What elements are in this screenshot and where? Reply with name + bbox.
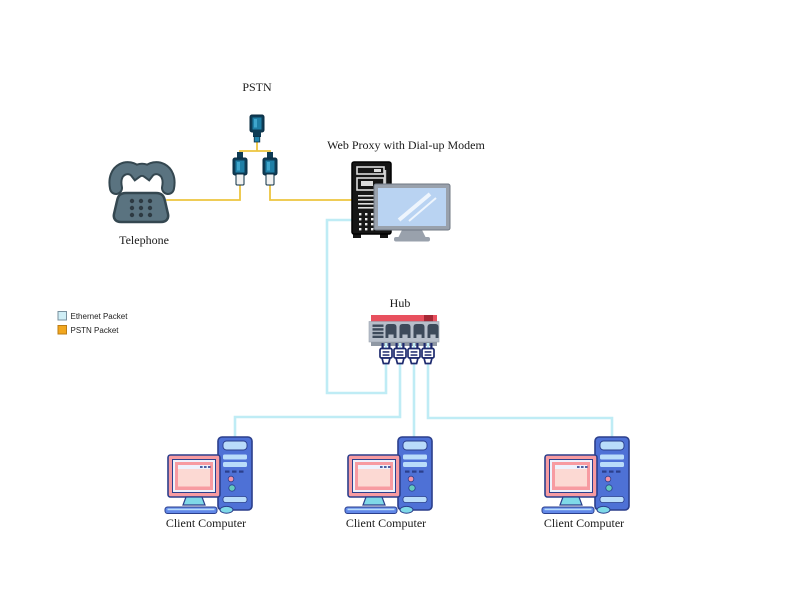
ethernet-line-proxy-to-hub	[325, 218, 388, 395]
ethernet-line-hub-to-client1	[233, 354, 402, 445]
legend: Ethernet Packet PSTN Packet	[57, 311, 129, 335]
ethernet-plug-icon	[407, 342, 421, 365]
pstn-label: PSTN	[242, 80, 272, 94]
pstn-connector-left-icon	[232, 152, 248, 186]
ethernet-plug-icon	[393, 342, 407, 365]
pstn-splitter-icon[interactable]	[232, 114, 278, 186]
ethernet-plug-icon	[421, 342, 435, 365]
ethernet-line-hub-to-client3	[426, 354, 614, 445]
ethernet-plug-icon	[379, 342, 393, 365]
pstn-line-telephone	[166, 182, 241, 201]
telephone-icon[interactable]	[108, 161, 176, 224]
legend-label-pstn: PSTN Packet	[71, 326, 120, 335]
hub-vent	[372, 324, 384, 338]
pstn-connector-right-icon	[262, 152, 278, 186]
hub-icon[interactable]	[368, 315, 440, 365]
client-computer-icon-3[interactable]	[541, 436, 630, 515]
client-computer-icon-2[interactable]	[344, 436, 433, 515]
pstn-line-proxy	[269, 182, 355, 201]
legend-swatch-ethernet	[57, 311, 67, 321]
hub-label: Hub	[390, 296, 411, 310]
monitor-icon	[373, 183, 451, 242]
pstn-splitter-line	[239, 141, 271, 159]
telephone-label: Telephone	[119, 233, 169, 247]
client-label-2: Client Computer	[346, 516, 426, 530]
client-label-1: Client Computer	[166, 516, 246, 530]
proxy-server-icon[interactable]	[351, 161, 451, 242]
legend-swatch-pstn	[57, 325, 67, 335]
legend-label-ethernet: Ethernet Packet	[71, 312, 129, 321]
proxy-label: Web Proxy with Dial-up Modem	[327, 138, 485, 152]
client-label-3: Client Computer	[544, 516, 624, 530]
client-computer-icon-1[interactable]	[164, 436, 253, 515]
pstn-connector-top-icon	[249, 114, 265, 143]
